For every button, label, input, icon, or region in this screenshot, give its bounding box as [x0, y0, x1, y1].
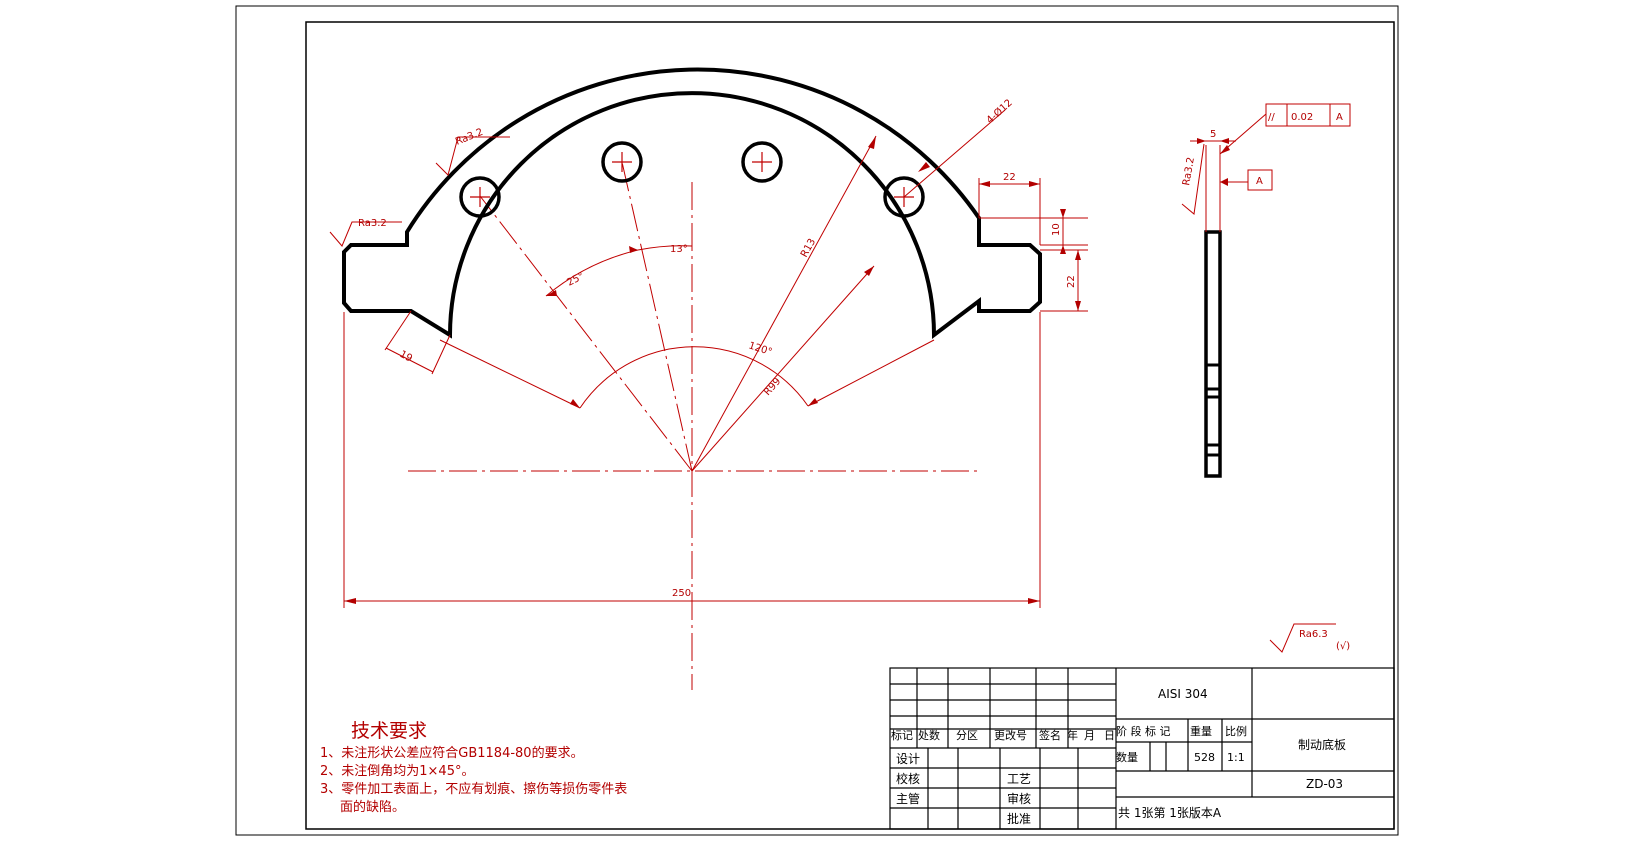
- datum-flag-text: A: [1256, 176, 1263, 187]
- general-roughness: Ra6.3 (√): [1269, 623, 1350, 653]
- tolerance-symbol: //: [1268, 112, 1275, 123]
- plate-outline: [342, 67, 1042, 340]
- tb-jiaohe: 校核: [896, 771, 920, 786]
- tb-shenhe: 审核: [1007, 791, 1031, 806]
- dim-r13: R13: [799, 237, 818, 260]
- roughness-side-view: Ra3.2: [1181, 156, 1197, 186]
- hole-4: [883, 176, 925, 218]
- tb-hdr-yue: 月: [1084, 729, 1095, 742]
- general-roughness-value: Ra6.3: [1299, 629, 1328, 640]
- tb-sheets: 共 1张第 1张版本A: [1118, 806, 1222, 820]
- main-view: 250 22 10 22 R13 R99 25° 13° 120° 19 4-Ø…: [329, 67, 1088, 690]
- dim-22-top: 22: [1003, 172, 1016, 183]
- tb-hdr-qianming: 签名: [1039, 728, 1061, 742]
- tb-scale-value: 1:1: [1227, 751, 1245, 764]
- inner-border: [305, 21, 1395, 830]
- hole-centerline-2: [621, 161, 693, 472]
- tb-hdr-biaoji: 标记: [891, 728, 913, 742]
- dim-22-right: 22: [1066, 275, 1077, 288]
- roughness-top-arc: Ra3.2: [454, 127, 485, 148]
- side-view: 5 Ra3.2 A // 0.02 A: [1181, 103, 1351, 478]
- dim-19: 19: [398, 349, 414, 365]
- side-plate: [1204, 230, 1222, 478]
- hole-2: [601, 141, 643, 183]
- tolerance-frame: [1265, 103, 1351, 127]
- dim-13: 13°: [670, 244, 688, 255]
- hole-centerline-1: [479, 195, 693, 472]
- tolerance-value: 0.02: [1291, 112, 1313, 123]
- notes-item-4: 面的缺陷。: [340, 799, 405, 815]
- dim-250: 250: [672, 588, 691, 599]
- outer-border: [235, 5, 1399, 836]
- tb-hdr-fenqu: 分区: [956, 729, 978, 742]
- dim-120: 120°: [747, 340, 773, 358]
- dim-10: 10: [1051, 223, 1062, 236]
- tb-zhuguan: 主管: [896, 791, 920, 806]
- notes-item-2: 2、未注倒角均为1×45°。: [320, 764, 474, 779]
- tb-scale-label: 比例: [1225, 724, 1247, 738]
- tolerance-datum: A: [1336, 112, 1343, 123]
- tb-drawing-no: ZD-03: [1306, 777, 1343, 791]
- general-roughness-suffix: (√): [1336, 641, 1350, 652]
- notes-item-3: 3、零件加工表面上，不应有划痕、擦伤等损伤零件表: [320, 781, 627, 797]
- holes: [459, 141, 925, 218]
- hole-crosshairs: [470, 152, 914, 207]
- hole-3: [741, 141, 783, 183]
- tb-weight-value: 528: [1194, 751, 1215, 764]
- tb-hdr-chushu: 处数: [918, 729, 940, 742]
- dim-holes: 4-Ø12: [984, 97, 1015, 126]
- tb-gongyi: 工艺: [1007, 772, 1031, 786]
- tb-hdr-ri: 日: [1104, 729, 1115, 742]
- tb-weight-label: 重量: [1190, 724, 1212, 738]
- tb-material: AISI 304: [1158, 687, 1208, 701]
- tb-pizhun: 批准: [1007, 811, 1031, 826]
- tb-qty-label: 数量: [1116, 751, 1138, 764]
- notes-item-1: 1、未注形状公差应符合GB1184-80的要求。: [320, 745, 584, 761]
- tb-hdr-nian: 年: [1067, 728, 1078, 742]
- dim-thickness: 5: [1210, 129, 1216, 140]
- hole-1: [459, 176, 501, 218]
- roughness-left-tab: Ra3.2: [358, 218, 387, 229]
- technical-notes: 技术要求 1、未注形状公差应符合GB1184-80的要求。 2、未注倒角均为1×…: [320, 720, 627, 815]
- tb-part-name: 制动底板: [1298, 737, 1346, 752]
- notes-title: 技术要求: [351, 720, 427, 742]
- datum-flag: [1247, 169, 1273, 191]
- dim-25: 25°: [565, 271, 586, 289]
- arrowheads: [344, 136, 1081, 604]
- dim-r99: R99: [762, 376, 783, 398]
- tb-stage-label: 阶 段 标 记: [1116, 724, 1171, 738]
- tb-sheji: 设计: [896, 752, 920, 766]
- title-block: 标记 处数 分区 更改号 签名 年 月 日 设计 校核 主管 工艺 审核 批准 …: [889, 667, 1395, 830]
- tb-hdr-gengai: 更改号: [994, 728, 1027, 742]
